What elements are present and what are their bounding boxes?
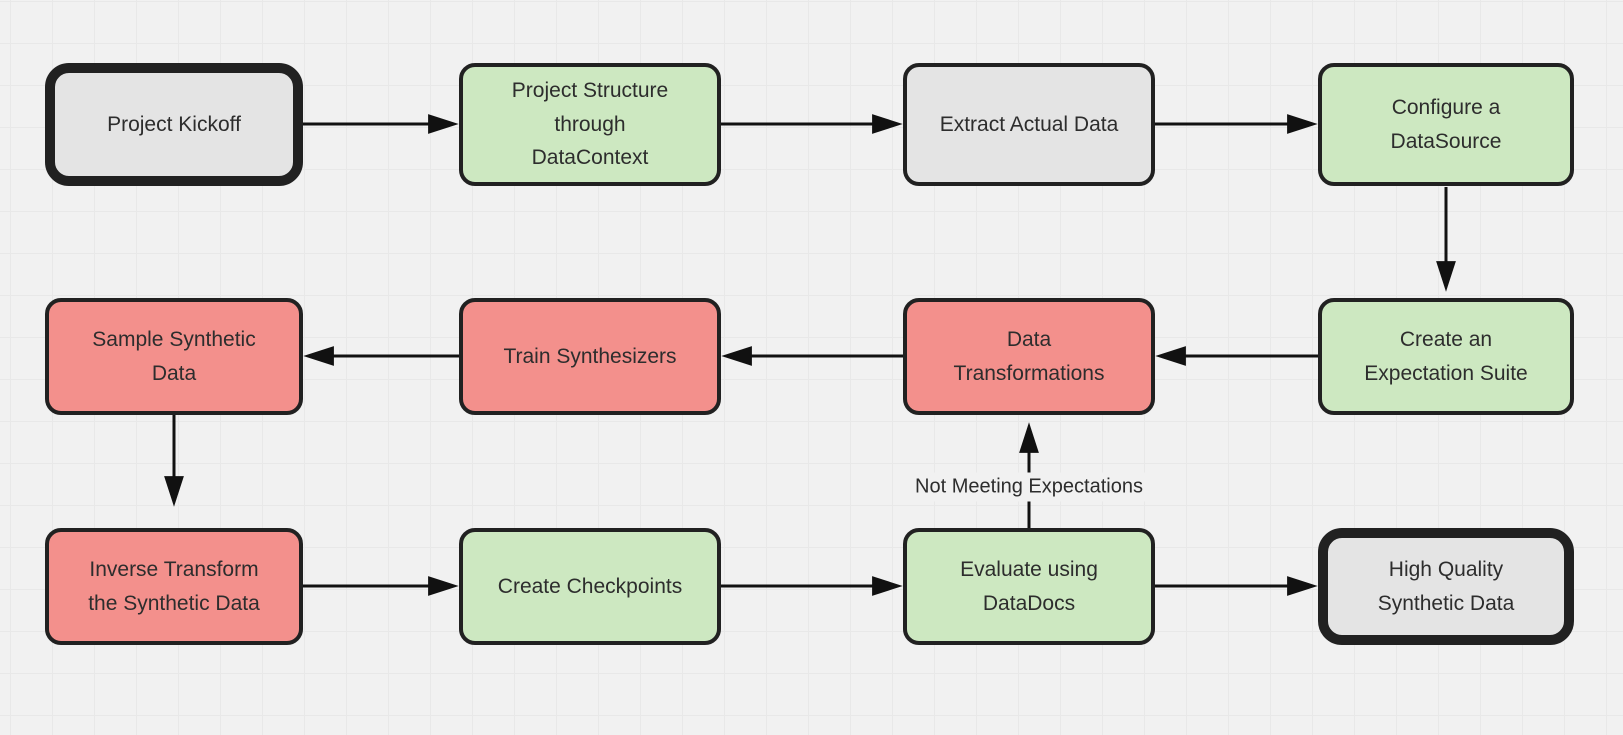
node-project-structure-through-datacontext: Project Structure through DataContext [459, 63, 721, 186]
node-sample-synthetic-data: Sample Synthetic Data [45, 298, 303, 415]
node-extract-actual-data: Extract Actual Data [903, 63, 1155, 186]
node-inverse-transform-the-synthetic-data: Inverse Transform the Synthetic Data [45, 528, 303, 645]
node-high-quality-synthetic-data: High Quality Synthetic Data [1318, 528, 1574, 645]
node-create-checkpoints: Create Checkpoints [459, 528, 721, 645]
node-configure-a-datasource: Configure a DataSource [1318, 63, 1574, 186]
node-create-an-expectation-suite: Create an Expectation Suite [1318, 298, 1574, 415]
node-data-transformations: Data Transformations [903, 298, 1155, 415]
node-train-synthesizers: Train Synthesizers [459, 298, 721, 415]
node-evaluate-using-datadocs: Evaluate using DataDocs [903, 528, 1155, 645]
edge-label-not-meeting-expectations: Not Meeting Expectations [907, 472, 1151, 502]
node-project-kickoff: Project Kickoff [45, 63, 303, 186]
